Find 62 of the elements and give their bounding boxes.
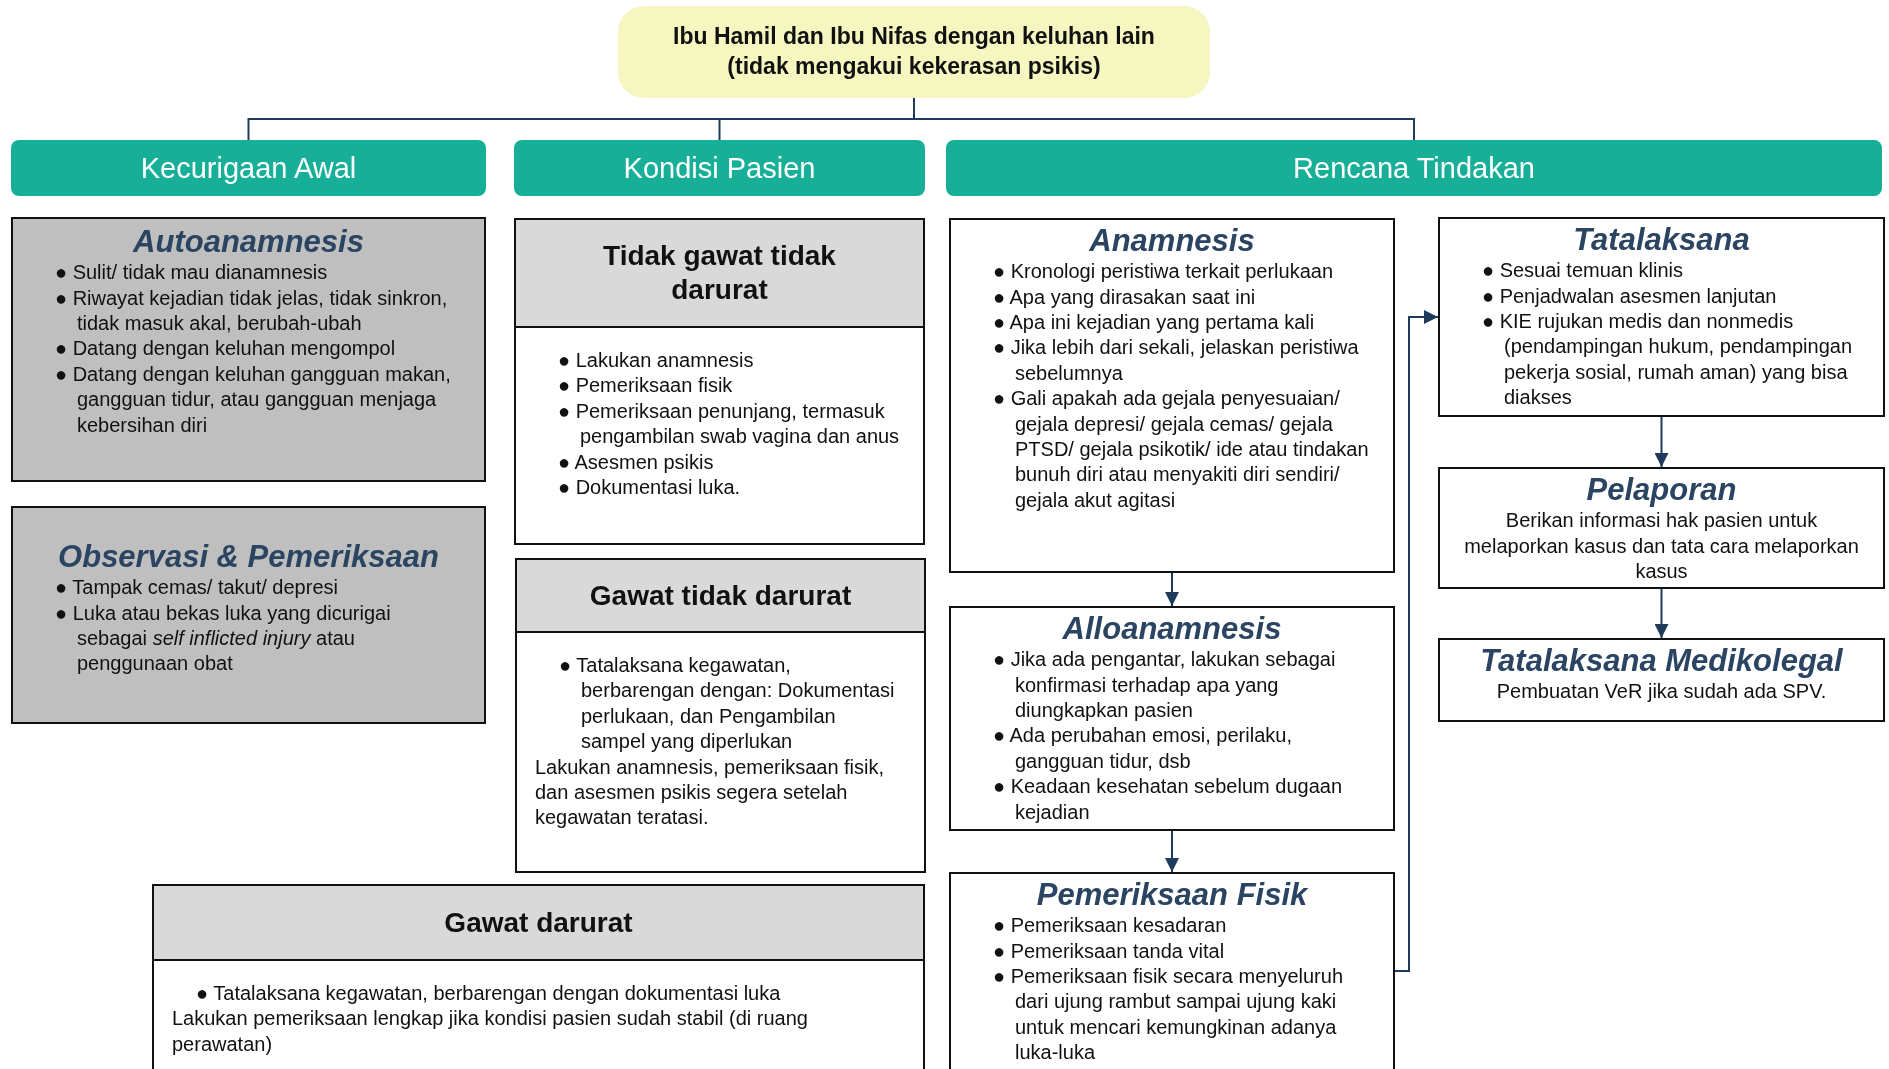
- box-heading: Tidak gawat tidak darurat: [516, 220, 923, 328]
- box-heading: Tatalaksana Medikolegal: [1479, 642, 1844, 680]
- section-header: Kecurigaan Awal: [11, 140, 486, 196]
- bullet-item: ● Riwayat kejadian tidak jelas, tidak sinkron, tidak masuk akal, berubah-ubah: [54, 285, 449, 336]
- content-box: [949, 218, 1395, 573]
- section-header: Kondisi Pasien: [514, 140, 925, 196]
- box-heading: Anamnesis: [1088, 222, 1256, 260]
- bullet-item: ● Jika lebih dari sekali, jelaskan peristiwa sebelumnya: [992, 335, 1360, 386]
- box-heading: Observasi & Pemeriksaan: [57, 538, 440, 576]
- bullet-item: ● Apa ini kejadian yang pertama kali: [992, 309, 1316, 335]
- bullet-item: ● Tampak cemas/ takut/ depresi: [54, 575, 339, 601]
- bullet-item: ● Tatalaksana kegawatan, berbarengan dengan dokumentasi luka: [195, 981, 782, 1006]
- box-heading: Alloanamnesis: [1061, 610, 1283, 648]
- box-heading: Tatalaksana: [1572, 221, 1751, 259]
- bullet-item: ● Keadaan kesehatan sebelum dugaan kejadian: [992, 774, 1343, 825]
- bullet-item: ● Pemeriksaan fisik secara menyeluruh dari ujung rambut sampai ujung kaki untuk mencari kemungkinan adanya luka-luka: [992, 963, 1344, 1066]
- arrow: [1654, 416, 1669, 468]
- content-box: [152, 884, 925, 1069]
- bullet-item: ● Pemeriksaan fisik: [557, 373, 734, 399]
- body-text: Berikan informasi hak pasien untuk melaporkan kasus dan tata cara melaporkan kasus: [1463, 508, 1860, 584]
- content-box: [1438, 217, 1885, 417]
- content-box: [515, 558, 926, 873]
- content-box: [1438, 467, 1885, 589]
- section-header: Rencana Tindakan: [946, 140, 1882, 196]
- content-box: [949, 872, 1395, 1069]
- bullet-item: ● Pemeriksaan kesadaran: [992, 913, 1228, 939]
- bullet-item: ● Luka atau bekas luka yang dicurigai sebagai self inflicted injury atau penggunaan obat: [54, 600, 392, 677]
- bullet-item: ● Pemeriksaan tanda vital: [992, 938, 1226, 964]
- bullet-item: ● Lakukan anamnesis: [557, 348, 755, 373]
- box-heading: Gawat darurat: [154, 886, 923, 961]
- content-box: [11, 217, 486, 482]
- bullet-item: ● Dokumentasi luka.: [557, 474, 742, 500]
- bullet-item: ● Jika ada pengantar, lakukan sebagai konfirmasi terhadap apa yang diungkapkan pasien: [992, 647, 1337, 723]
- bullet-item: ● KIE rujukan medis dan nonmedis (pendampingan hukum, pendampingan pekerja sosial, rumah aman) yang bisa diakses: [1481, 308, 1854, 411]
- arrow: [1394, 310, 1439, 972]
- bullet-item: ● Pemeriksaan penunjang, termasuk pengambilan swab vagina dan anus: [557, 398, 901, 450]
- content-box: [514, 218, 925, 545]
- body-text: Pembuatan VeR jika sudah ada SPV.: [1495, 679, 1828, 705]
- bullet-item: ● Sulit/ tidak mau dianamnesis: [54, 260, 329, 286]
- content-box: [949, 606, 1395, 831]
- bullet-item: ● Apa yang dirasakan saat ini: [992, 284, 1257, 310]
- box-heading: Autoanamnesis: [131, 223, 365, 261]
- arrow: [1654, 588, 1669, 639]
- box-heading: Gawat tidak darurat: [517, 560, 924, 633]
- bullet-item: ● Datang dengan keluhan gangguan makan, gangguan tidur, atau gangguan menjaga kebersihan diri: [54, 361, 452, 438]
- bullet-item: ● Gali apakah ada gejala penyesuaian/ gejala depresi/ gejala cemas/ gejala PTSD/ gejala psikotik/ ide atau tindakan bunuh diri atau menyakiti diri sendiri/ gejala akut agitasi: [992, 386, 1370, 513]
- bullet-item: ● Ada perubahan emosi, perilaku, gangguan tidur, dsb: [992, 723, 1293, 774]
- arrow: [1165, 830, 1179, 873]
- title-box: Ibu Hamil dan Ibu Nifas dengan keluhan lain (tidak mengakui kekerasan psikis): [618, 6, 1210, 98]
- body-text: Lakukan pemeriksaan lengkap jika kondisi pasien sudah stabil (di ruang perawatan): [172, 1006, 809, 1057]
- bullet-item: ● Kronologi peristiwa terkait perlukaan: [992, 259, 1335, 285]
- bullet-item: ● Sesuai temuan klinis: [1481, 258, 1685, 284]
- arrow: [1165, 572, 1179, 607]
- box-heading: Pelaporan: [1585, 471, 1738, 509]
- bullet-item: ● Tatalaksana kegawatan, berbarengan dengan: Dokumentasi perlukaan, dan Pengambilan sampel yang diperlukan: [558, 653, 896, 755]
- bullet-item: ● Asesmen psikis: [557, 449, 715, 475]
- box-heading: Pemeriksaan Fisik: [1035, 876, 1309, 914]
- body-text: Lakukan anamnesis, pemeriksaan fisik, dan asesmen psikis segera setelah kegawatan teratasi.: [535, 754, 886, 831]
- content-box: [11, 506, 486, 724]
- bullet-item: ● Penjadwalan asesmen lanjutan: [1481, 283, 1778, 309]
- bullet-item: ● Datang dengan keluhan mengompol: [54, 336, 397, 362]
- content-box: [1438, 638, 1885, 722]
